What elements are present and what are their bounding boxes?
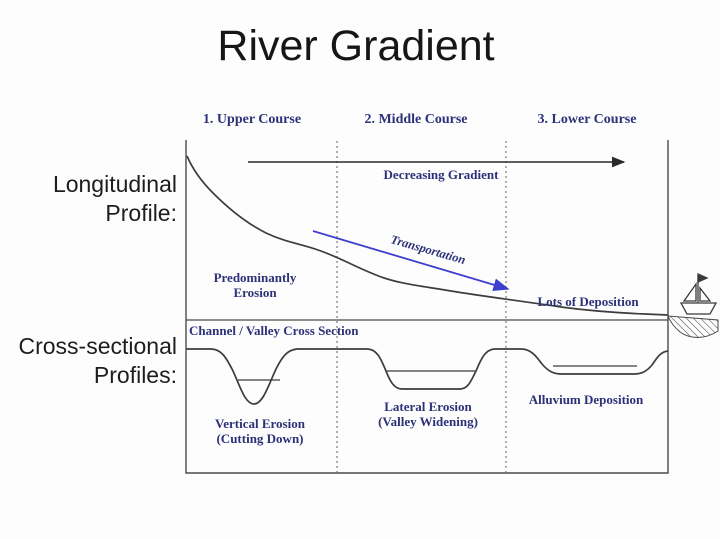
course-header-upper: 1. Upper Course (202, 112, 302, 127)
alluvium-deposition-label: Alluvium Deposition (528, 392, 644, 407)
vertical-erosion-label: Vertical Erosion (Cutting Down) (215, 416, 305, 447)
course-header-middle: 2. Middle Course (364, 112, 468, 127)
boat-flag (697, 272, 709, 284)
lots-of-deposition-label: Lots of Deposition (537, 294, 639, 309)
boat-sail-left (682, 281, 697, 302)
longitudinal-profile-curve (186, 155, 669, 316)
cross-section-header-label: Channel / Valley Cross Section (189, 323, 359, 338)
decreasing-gradient-label: Decreasing Gradient (383, 167, 499, 182)
diagram-border (185, 140, 669, 474)
hatched-delta-shape (667, 315, 719, 338)
page-title: River Gradient (217, 22, 495, 70)
transportation-arrow (312, 230, 510, 292)
course-header-lower: 3. Lower Course (537, 112, 637, 127)
lateral-erosion-label: Lateral Erosion (Valley Widening) (378, 399, 478, 430)
cross-sectional-profiles-label: Cross-sectional Profiles: (18, 333, 178, 389)
longitudinal-profile-label: Longitudinal Profile: (52, 171, 177, 227)
boat-hull (679, 302, 718, 315)
predominantly-erosion-label: Predominantly Erosion (213, 270, 297, 301)
boat-sail-right (699, 286, 712, 302)
cross-section-curve (186, 348, 669, 405)
sailboat-icon (679, 272, 718, 315)
